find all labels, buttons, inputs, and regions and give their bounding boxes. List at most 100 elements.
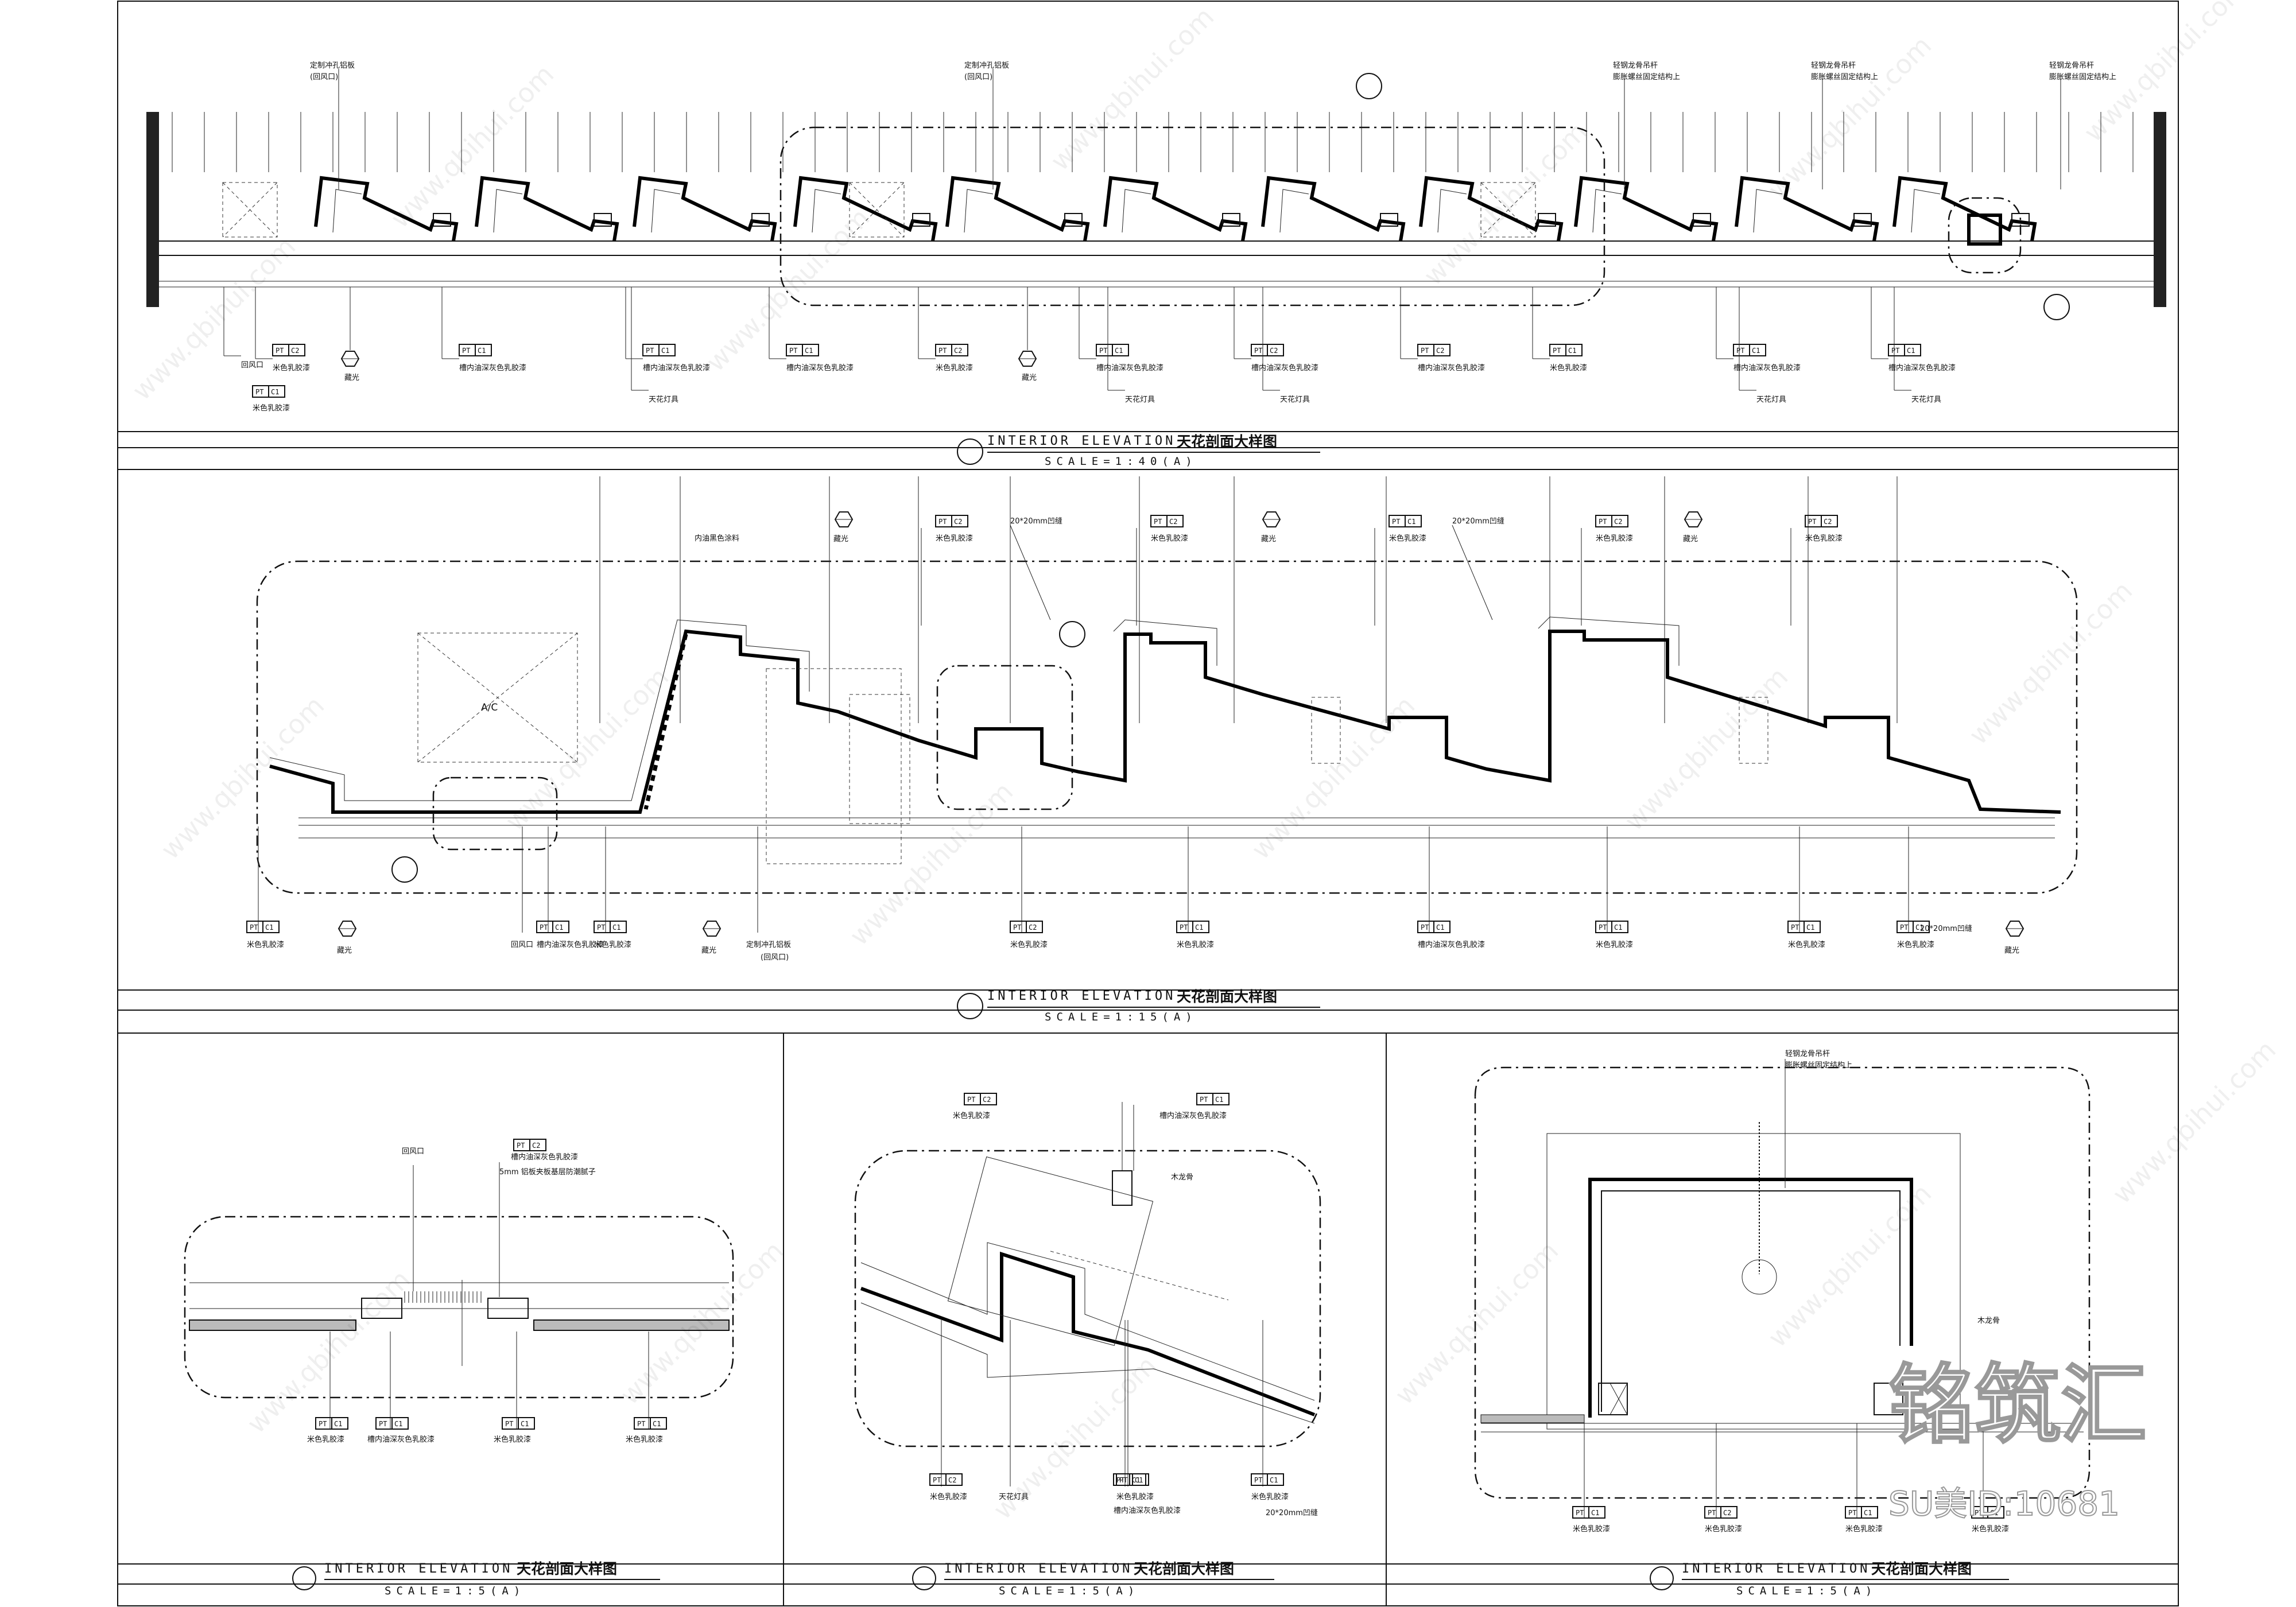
- callout-label: 天花灯具: [1125, 395, 1155, 404]
- top-title-zh: 天花剖面大样图: [1177, 433, 1277, 450]
- bm-title-scale: SCALE=1:5(A): [999, 1585, 1139, 1597]
- material-code: PT: [379, 1420, 387, 1428]
- light-symbol: [340, 351, 360, 367]
- material-code: C2: [1614, 518, 1622, 526]
- brand-stamp: 铭筑汇: [1888, 1356, 2147, 1455]
- callout-label: 槽内油深灰色乳胶漆: [1733, 363, 1801, 372]
- callout-hidden-light: 藏光: [833, 535, 848, 544]
- callout-label: 米色乳胶漆: [273, 363, 310, 372]
- material-code: C2: [948, 1476, 956, 1484]
- material-code: PT: [1254, 347, 1262, 355]
- bottom-right-title-block: INTERIOR ELEVATION 天花剖面大样图 SCALE=1:5(A): [1650, 1561, 2009, 1597]
- material-code: PT: [1708, 1509, 1716, 1517]
- callout-label: (回风口): [761, 953, 789, 962]
- callout-label: 槽内油深灰色乳胶漆: [367, 1435, 435, 1444]
- sheet-frames: [117, 1, 2179, 1606]
- light-symbol: [338, 921, 357, 937]
- callout-label: 米色乳胶漆: [1805, 534, 1843, 543]
- material-code: C1: [1436, 923, 1444, 931]
- callout-groove: 20*20mm凹缝: [1452, 517, 1504, 526]
- bl-title-zh: 天花剖面大样图: [517, 1561, 617, 1577]
- callout-label: 槽内油深灰色乳胶漆: [643, 363, 710, 372]
- material-code: C2: [1029, 923, 1037, 931]
- ceiling-baffle: [945, 176, 1090, 242]
- light-symbol: [1262, 511, 1281, 527]
- callout-label: 米色乳胶漆: [1116, 1492, 1154, 1501]
- callout-hidden-light: 藏光: [1261, 535, 1276, 544]
- ac-unit-middle: A/C: [417, 632, 578, 763]
- material-code: PT: [1975, 1509, 1983, 1517]
- ceiling-baffle: [793, 176, 938, 242]
- bottom-left-title-block: INTERIOR ELEVATION 天花剖面大样图 SCALE=1:5(A): [292, 1561, 660, 1597]
- callout-boom: 轻钢龙骨吊杆: [1613, 61, 1658, 70]
- callout-label: 内油黑色涂料: [695, 534, 739, 543]
- material-code: PT: [505, 1420, 513, 1428]
- material-code: PT: [1848, 1509, 1856, 1517]
- callout-label: 天花灯具: [1756, 395, 1786, 404]
- material-code: PT: [1254, 1476, 1262, 1484]
- material-code: C2: [1270, 347, 1278, 355]
- callout-hidden-light: 藏光: [701, 946, 716, 955]
- callout-boom: 膨胀螺丝固定结构上: [1811, 73, 1878, 81]
- top-ceiling-section: 定制冲孔铝板(回风口)定制冲孔铝板(回风口)轻钢龙骨吊杆膨胀螺丝固定结构上轻钢龙…: [146, 61, 2166, 468]
- material-code: PT: [938, 518, 947, 526]
- callout-label: 米色乳胶漆: [626, 1435, 663, 1444]
- callout-perforated-panel-sub: (回风口): [310, 73, 338, 81]
- callout-label: 槽内油深灰色乳胶漆: [1096, 363, 1163, 372]
- callout-perforated-panel: 定制冲孔铝板: [310, 61, 355, 70]
- material-tag: PT C1: [375, 1417, 409, 1430]
- callout-wood-frame: 木龙骨: [1171, 1173, 1193, 1182]
- material-code: PT: [1736, 347, 1744, 355]
- watermark-text: www.qbihui.com: [385, 59, 560, 234]
- material-code: C2: [532, 1142, 540, 1150]
- material-code: C1: [1614, 923, 1622, 931]
- material-code: C1: [394, 1420, 402, 1428]
- middle-title-en: INTERIOR ELEVATION: [987, 989, 1176, 1003]
- callout-label: 米色乳胶漆: [1177, 940, 1214, 949]
- material-code: PT: [462, 347, 470, 355]
- material-code: C2: [1824, 518, 1832, 526]
- callout-label: 米色乳胶漆: [1705, 1524, 1742, 1534]
- material-code: PT: [540, 923, 548, 931]
- bm-title-en: INTERIOR ELEVATION: [944, 1562, 1133, 1576]
- ceiling-baffle: [1735, 176, 1879, 242]
- callout-label: 米色乳胶漆: [1897, 940, 1934, 949]
- material-code: PT: [1599, 518, 1607, 526]
- material-code: PT: [1154, 518, 1162, 526]
- material-code: C1: [1591, 1509, 1599, 1517]
- callout-label: 槽内油深灰色乳胶漆: [1114, 1506, 1181, 1515]
- callout-boom: 膨胀螺丝固定结构上: [1613, 73, 1680, 81]
- callout-label: 槽内油深灰色乳胶漆: [786, 363, 854, 372]
- material-code: C1: [1990, 1509, 1998, 1517]
- callout-label: 天花灯具: [1280, 395, 1310, 404]
- material-code: C1: [1215, 1096, 1223, 1104]
- callout-label: 槽内油深灰色乳胶漆: [1888, 363, 1956, 372]
- callout-label: 米色乳胶漆: [1573, 1524, 1610, 1534]
- material-code: C1: [653, 1420, 661, 1428]
- callout-label: 槽内油深灰色乳胶漆: [1418, 940, 1485, 949]
- material-code: C1: [1115, 347, 1123, 355]
- callout-label: 槽内油深灰色乳胶漆: [459, 363, 526, 372]
- callout-perforated-panel: 定制冲孔铝板: [964, 61, 1009, 70]
- left-wall: [146, 112, 159, 307]
- light-symbol: [702, 921, 722, 937]
- ceiling-baffle: [1261, 176, 1406, 242]
- watermark-text: www.qbihui.com: [1963, 575, 2139, 751]
- callout-perforated-panel-sub: (回风口): [964, 73, 992, 81]
- material-code: C1: [521, 1420, 529, 1428]
- callout-label: 米色乳胶漆: [1596, 534, 1633, 543]
